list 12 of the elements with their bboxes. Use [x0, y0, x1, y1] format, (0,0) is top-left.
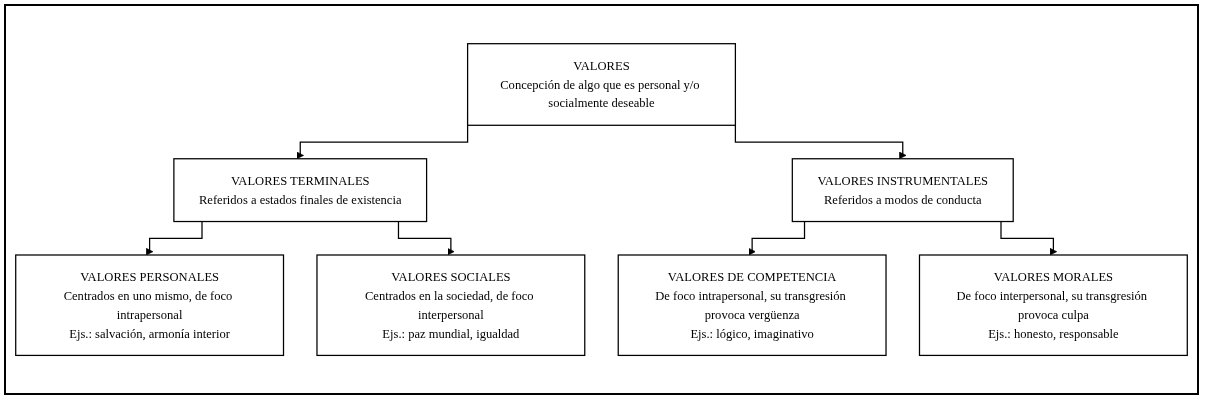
arrow: [748, 220, 806, 256]
arrow: [397, 220, 455, 256]
node-box: [617, 254, 887, 356]
node-box: [467, 43, 736, 126]
node-box: [173, 158, 428, 223]
node-box: [316, 254, 586, 356]
node-box: [918, 254, 1188, 356]
node-box: [791, 158, 1014, 223]
node-box: [15, 254, 285, 356]
diagram-frame: VALORES Concepción de algo que es personal y/o socialmente deseable VALORES TERMINALES Referidos a estados finales de existencia VALORES INSTRUMENTALES Referidos a modos de conducta VALORES PERSONALES Centrados en uno mismo, de foco intrapersonal Ejs.: salvación, armonía interior VALORES SOCIALES Centrados en la sociedad, de foco interpersonal Ejs.: paz mundial, igualdad VALORES DE COMPETENCIA De foco intrapersonal, su transgresión provoca vergüenza Ejs.: lógico, imaginativo VALORES MORALES De foco interpersonal, su transgresión provoca culpa Ejs.: honesto, responsable: [4, 4, 1199, 395]
arrow: [145, 220, 203, 256]
arrow: [1000, 220, 1058, 256]
